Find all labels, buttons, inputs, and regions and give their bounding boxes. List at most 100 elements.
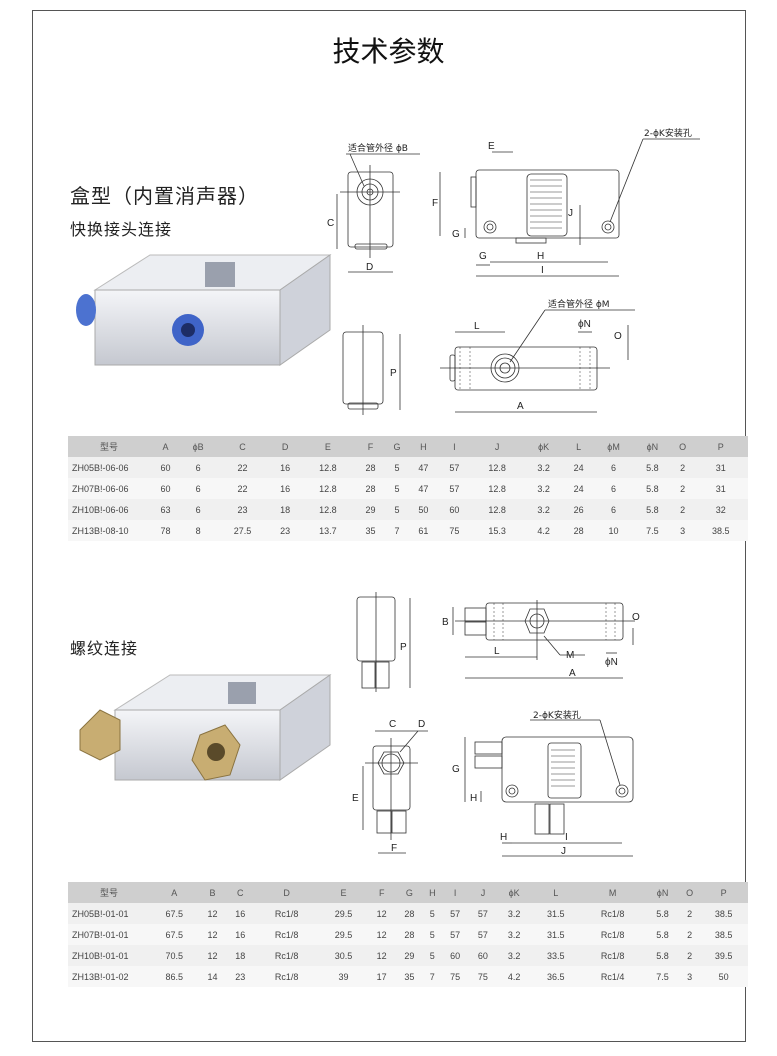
value-cell: 38.5 xyxy=(699,924,748,945)
value-cell: 14 xyxy=(198,966,227,987)
column-header: ϕK xyxy=(524,436,564,457)
column-header: O xyxy=(679,882,700,903)
value-cell: 60 xyxy=(469,945,497,966)
column-header: J xyxy=(469,436,525,457)
column-header: L xyxy=(531,882,581,903)
value-cell: Rc1/8 xyxy=(580,903,646,924)
value-cell: 4.2 xyxy=(496,966,532,987)
value-cell: 35 xyxy=(395,966,424,987)
value-cell: 5 xyxy=(423,903,442,924)
value-cell: 16 xyxy=(269,478,301,499)
column-header: D xyxy=(254,882,320,903)
value-cell: 16 xyxy=(226,924,255,945)
label-e: E xyxy=(488,141,495,152)
column-header: C xyxy=(226,882,255,903)
value-cell: Rc1/8 xyxy=(580,945,646,966)
label-i: I xyxy=(541,265,544,276)
value-cell: 38.5 xyxy=(693,520,748,541)
value-cell: 6 xyxy=(181,457,216,478)
label-l: L xyxy=(474,321,480,332)
value-cell: 70.5 xyxy=(150,945,199,966)
value-cell: 28 xyxy=(355,478,387,499)
value-cell: 31.5 xyxy=(531,903,581,924)
label-o: O xyxy=(614,331,622,342)
column-header: F xyxy=(367,882,396,903)
value-cell: 61 xyxy=(407,520,439,541)
column-header: ϕN xyxy=(633,436,672,457)
value-cell: 3 xyxy=(679,966,700,987)
label-f: F xyxy=(432,198,438,209)
value-cell: 32 xyxy=(693,499,748,520)
value-cell: 2 xyxy=(671,499,694,520)
label-mount-holes: 2-ϕK安装孔 xyxy=(644,127,692,139)
label-j: J xyxy=(568,208,573,219)
model-cell: ZH07B!-06-06 xyxy=(68,478,150,499)
value-cell: Rc1/4 xyxy=(580,966,646,987)
value-cell: 47 xyxy=(407,478,439,499)
value-cell: 5 xyxy=(386,478,408,499)
value-cell: 8 xyxy=(181,520,216,541)
section1-heading: 盒型（内置消声器） xyxy=(70,184,259,208)
value-cell: 6 xyxy=(594,499,633,520)
value-cell: 23 xyxy=(226,966,255,987)
value-cell: 24 xyxy=(563,478,595,499)
label-n: ϕN xyxy=(605,657,618,668)
label-a: A xyxy=(517,401,524,412)
value-cell: 18 xyxy=(269,499,301,520)
value-cell: 4.2 xyxy=(524,520,564,541)
value-cell: 6 xyxy=(181,499,216,520)
value-cell: 5.8 xyxy=(633,478,672,499)
value-cell: 60 xyxy=(438,499,470,520)
value-cell: 50 xyxy=(699,966,748,987)
label-g: G xyxy=(452,229,460,240)
label-h: H xyxy=(470,793,477,804)
value-cell: 31 xyxy=(693,457,748,478)
column-header: A xyxy=(150,436,182,457)
column-header: ϕK xyxy=(496,882,532,903)
value-cell: 57 xyxy=(441,903,470,924)
value-cell: 5 xyxy=(423,945,442,966)
value-cell: 12 xyxy=(367,924,396,945)
value-cell: 12 xyxy=(367,903,396,924)
column-header: ϕB xyxy=(181,436,216,457)
value-cell: 12.8 xyxy=(469,457,525,478)
value-cell: 3.2 xyxy=(496,903,532,924)
value-cell: 35 xyxy=(355,520,387,541)
label-m: M xyxy=(566,650,574,661)
value-cell: 23 xyxy=(215,499,270,520)
column-header: C xyxy=(215,436,270,457)
value-cell: 7 xyxy=(423,966,442,987)
value-cell: 22 xyxy=(215,478,270,499)
value-cell: 2 xyxy=(679,924,700,945)
column-header: I xyxy=(438,436,470,457)
column-header: E xyxy=(319,882,368,903)
value-cell: 28 xyxy=(563,520,595,541)
label-c: C xyxy=(327,218,334,229)
label-f: F xyxy=(391,843,397,854)
column-header: ϕN xyxy=(645,882,680,903)
label-p: P xyxy=(400,642,407,653)
value-cell: 12 xyxy=(367,945,396,966)
label-tube-b: 适合管外径 ϕB xyxy=(348,142,408,154)
value-cell: 28 xyxy=(395,924,424,945)
value-cell: 57 xyxy=(469,903,497,924)
value-cell: 12.8 xyxy=(469,478,525,499)
value-cell: 30.5 xyxy=(319,945,368,966)
value-cell: 5.8 xyxy=(645,903,680,924)
column-header: A xyxy=(150,882,199,903)
value-cell: 75 xyxy=(438,520,470,541)
value-cell: 3.2 xyxy=(496,945,532,966)
value-cell: 50 xyxy=(407,499,439,520)
value-cell: 6 xyxy=(594,478,633,499)
value-cell: 86.5 xyxy=(150,966,199,987)
label-i: I xyxy=(565,832,568,843)
value-cell: 12.8 xyxy=(300,478,356,499)
